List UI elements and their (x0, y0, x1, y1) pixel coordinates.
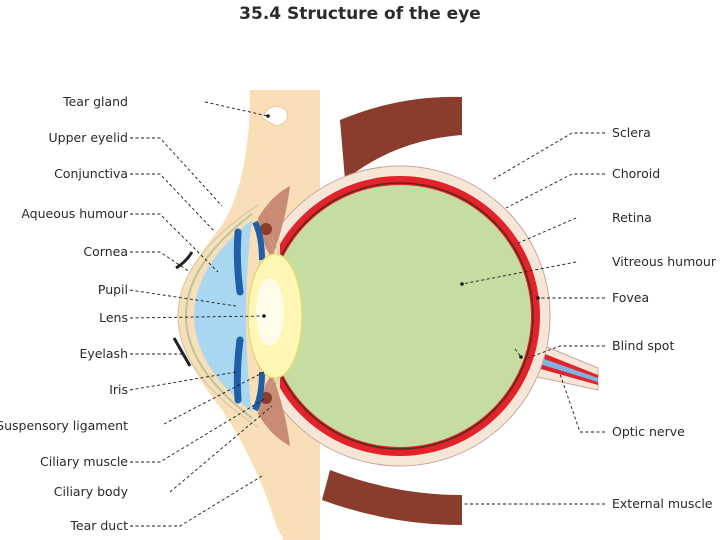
right-leaders (460, 132, 605, 505)
label-sclera: Sclera (612, 125, 651, 140)
upper-external-muscle (340, 96, 462, 180)
label-conjunctiva: Conjunctiva (54, 166, 128, 181)
upper-iris (233, 228, 244, 296)
label-tear-duct: Tear duct (69, 518, 128, 533)
tear-gland-shape (261, 105, 289, 127)
upper-eyelash (175, 251, 194, 270)
label-iris: Iris (109, 382, 128, 397)
cornea-edge (184, 213, 253, 419)
label-fovea: Fovea (612, 290, 649, 305)
vitreous-body (269, 185, 531, 447)
label-lens: Lens (99, 310, 128, 325)
label-tear-gland: Tear gland (62, 94, 128, 109)
lower-iris-root (252, 371, 265, 412)
label-choroid: Choroid (612, 166, 660, 181)
label-vitreous-humour: Vitreous humour (612, 254, 717, 269)
right-label-group: Sclera Choroid Retina Vitreous humour Fo… (612, 125, 717, 511)
upper-ciliary-muscle (260, 223, 272, 235)
tear-duct-shape (252, 469, 284, 540)
label-aqueous-humour: Aqueous humour (21, 206, 129, 221)
lower-eyelash (172, 337, 192, 367)
upper-ciliary-body (258, 186, 290, 258)
label-cornea: Cornea (83, 244, 128, 259)
label-external-muscle: External muscle (612, 496, 713, 511)
label-optic-nerve: Optic nerve (612, 424, 685, 439)
label-retina: Retina (612, 210, 652, 225)
left-leaders (129, 101, 273, 527)
optic-nerve-core (530, 354, 598, 382)
conjunctiva-edge (177, 204, 259, 428)
page-title: 35.4 Structure of the eye (239, 4, 481, 24)
label-ciliary-muscle: Ciliary muscle (40, 454, 128, 469)
lower-external-muscle (322, 470, 462, 525)
label-suspensory-ligament: Suspensory ligament (0, 418, 128, 433)
left-label-group: Tear gland Upper eyelid Conjunctiva Aque… (0, 94, 129, 533)
label-blind-spot: Blind spot (612, 338, 674, 353)
upper-iris-root (252, 220, 265, 261)
label-ciliary-body: Ciliary body (54, 484, 129, 499)
lower-iris (233, 336, 244, 404)
label-eyelash: Eyelash (79, 346, 128, 361)
label-upper-eyelid: Upper eyelid (49, 130, 128, 145)
lens-highlight (256, 278, 284, 346)
label-pupil: Pupil (98, 282, 128, 297)
